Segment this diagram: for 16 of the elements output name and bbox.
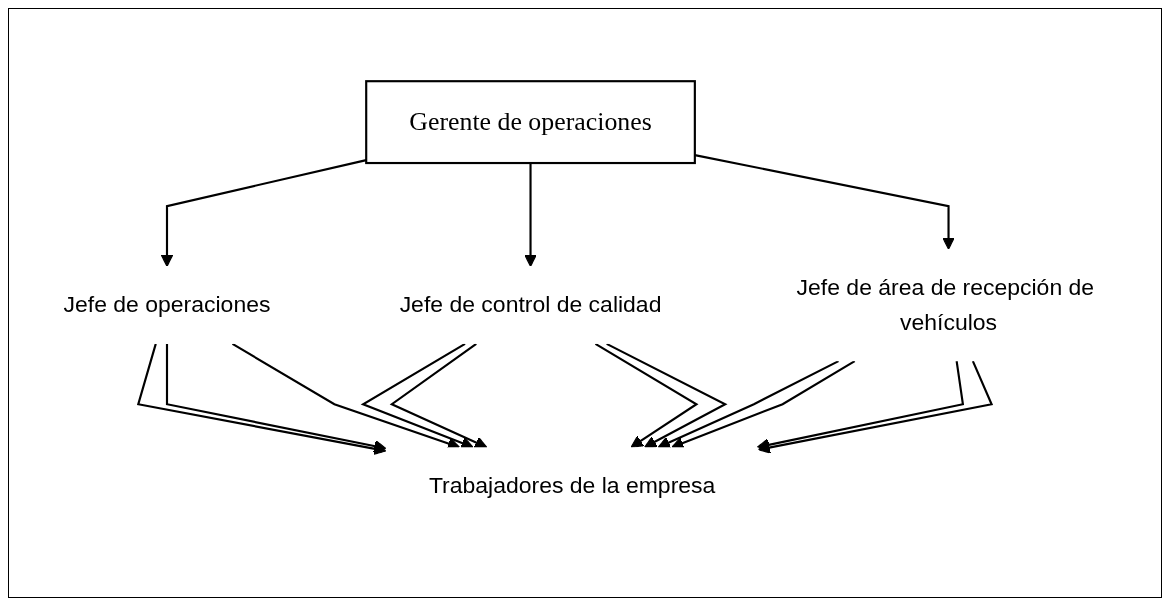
node-box: Gerente de operaciones bbox=[365, 80, 696, 165]
node-text: Jefe de área de recepción de vehículos bbox=[796, 275, 1095, 334]
arrow bbox=[694, 154, 955, 250]
arrow bbox=[606, 342, 728, 448]
arrow bbox=[160, 159, 367, 267]
arrow bbox=[524, 163, 537, 267]
node-text: Trabajadores de la empresa bbox=[428, 473, 716, 498]
arrow bbox=[657, 360, 839, 449]
node-text: Jefe de control de calidad bbox=[399, 292, 662, 317]
arrow bbox=[360, 343, 474, 449]
node-text: Jefe de operaciones bbox=[63, 292, 271, 317]
arrow bbox=[389, 343, 488, 449]
arrow bbox=[757, 360, 994, 454]
arrow bbox=[594, 343, 699, 448]
arrow bbox=[231, 343, 461, 450]
arrow bbox=[671, 360, 856, 450]
